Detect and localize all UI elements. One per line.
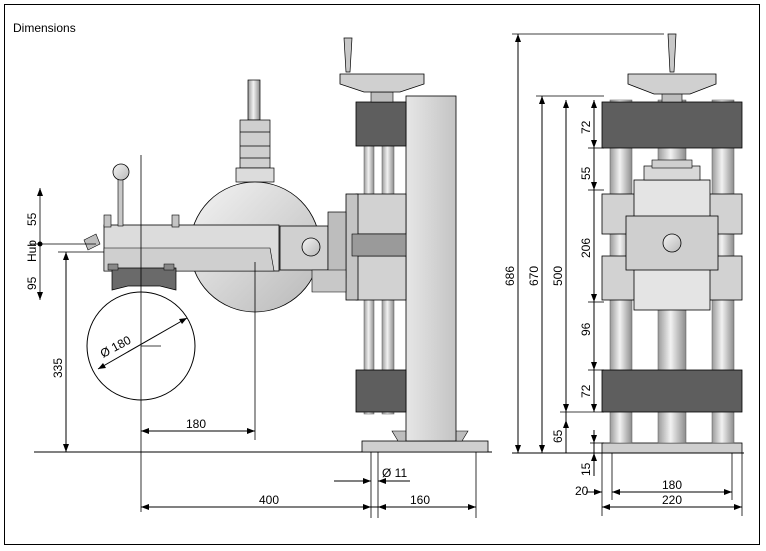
len-160-label: 160 <box>410 493 430 507</box>
dia-180-label: Ø 180 <box>98 333 134 361</box>
front-bottom-block <box>601 369 743 413</box>
height-686-label: 686 <box>503 266 517 286</box>
front-top-block <box>601 101 743 149</box>
s-96-label: 96 <box>579 322 593 336</box>
hub-label: Hub <box>25 240 39 262</box>
s-65-label: 65 <box>551 429 565 443</box>
s-20-label: 20 <box>575 484 589 498</box>
upright-plate <box>405 95 457 442</box>
w-180-label: 180 <box>662 478 682 492</box>
dia-11-label: Ø 11 <box>382 466 407 480</box>
len-400-label: 400 <box>259 493 279 507</box>
s-72a-label: 72 <box>579 120 593 134</box>
side-view: Ø 180 55 Hub 95 335 180 Ø 11 <box>25 37 492 518</box>
base-plate <box>361 440 489 453</box>
s-15-label: 15 <box>579 462 593 476</box>
s-72b-label: 72 <box>579 384 593 398</box>
height-500-label: 500 <box>551 266 565 286</box>
s-55-label: 55 <box>579 166 593 180</box>
hub-down-label: 95 <box>25 276 39 290</box>
handwheel-lever <box>343 37 353 73</box>
top-block <box>355 101 407 147</box>
dist-180-label: 180 <box>186 417 206 431</box>
drawing-title: Dimensions <box>13 21 76 35</box>
w-220-label: 220 <box>662 493 682 507</box>
s-206-label: 206 <box>579 238 593 258</box>
hub-up-label: 55 <box>25 212 39 226</box>
bottom-block <box>355 369 407 413</box>
handwheel <box>339 73 425 93</box>
front-view: 686 670 500 65 72 55 206 96 72 <box>503 33 744 516</box>
height-335-label: 335 <box>51 358 65 378</box>
height-670-label: 670 <box>527 266 541 286</box>
